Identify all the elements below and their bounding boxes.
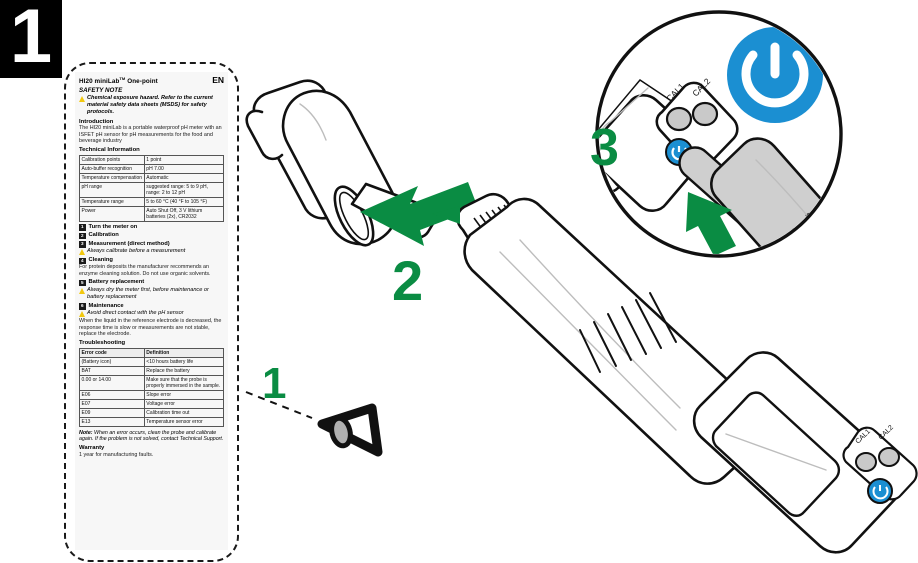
step-label: Maintenance	[88, 302, 124, 309]
callout-2-label: 2	[392, 249, 423, 312]
warranty-heading: Warranty	[79, 445, 105, 452]
introduction-heading: Introduction	[79, 118, 114, 125]
step-label: Measurement (direct method)	[88, 240, 170, 247]
leaflet-title: HI20 miniLabTM One-point	[79, 76, 158, 85]
callout-3-label: 3	[590, 119, 619, 177]
device-keypad	[842, 426, 918, 501]
step-warning: Avoid direct contact with the pH sensor	[79, 310, 224, 318]
step-label: Battery replacement	[88, 279, 145, 286]
callout-2-arrow	[360, 182, 478, 246]
warning-triangle-icon	[79, 249, 85, 256]
safety-note-heading: SAFETY NOTE	[79, 87, 123, 94]
error-note-label: Note:	[79, 429, 93, 436]
warranty-text: 1 year for manufacturing faults.	[79, 451, 154, 458]
step-number: 6	[79, 303, 86, 310]
step-warning: Always dry the meter first, before maint…	[79, 287, 224, 301]
warning-triangle-icon	[79, 96, 85, 102]
technical-info-heading: Technical Information	[79, 147, 140, 154]
trademark-mark: TM	[119, 75, 126, 81]
tech-row-label: Power	[79, 205, 145, 222]
quick-start-leaflet: HI20 miniLabTM One-point EN SAFETY NOTE …	[64, 62, 239, 562]
leaflet-title-tail: One-point	[125, 78, 158, 85]
step-number: 3	[79, 241, 86, 248]
cal2-button[interactable]	[878, 447, 900, 467]
inset-cal1-button[interactable]	[665, 106, 693, 132]
step-number: 5	[79, 279, 86, 287]
warning-triangle-icon	[79, 311, 85, 318]
read-manual-eye-icon	[317, 403, 383, 457]
cleaning-text: For protein deposits the manufacturer re…	[79, 264, 211, 277]
step-number-badge: 1	[0, 0, 62, 78]
warning-triangle-icon	[79, 287, 85, 294]
tech-row-value: Auto Shut Off, 3 V lithium batteries (2x…	[143, 205, 225, 222]
magnified-inset: CAL1 CAL2	[595, 10, 843, 258]
leaflet-header: HI20 miniLabTM One-point EN	[79, 75, 224, 85]
troubleshooting-heading: Troubleshooting	[79, 340, 126, 347]
safety-warning: Chemical exposure hazard. Refer to the c…	[79, 95, 224, 116]
step-label: Cleaning	[88, 257, 113, 264]
language-code: EN	[212, 75, 224, 85]
step-warning-text: Avoid direct contact with the pH sensor	[87, 310, 184, 317]
step-number: 1	[79, 224, 86, 231]
vent-slots	[579, 292, 677, 373]
error-note: Note: When an error occurs, clean the pr…	[79, 430, 224, 443]
callout-1-label: 1	[262, 359, 286, 408]
tech-row-value: suggested range: 5 to 9 pH, range: 2 to …	[143, 181, 225, 198]
device-display	[711, 391, 841, 517]
introduction-text: The HI20 miniLab is a portable waterproo…	[79, 125, 222, 145]
ph-meter-device: CAL1 CAL2	[456, 192, 918, 554]
inset-cal2-button[interactable]	[691, 101, 719, 127]
step-warning-text: Always dry the meter first, before maint…	[87, 286, 209, 300]
step-number: 4	[79, 257, 86, 265]
leaflet-content: HI20 miniLabTM One-point EN SAFETY NOTE …	[75, 72, 228, 550]
step-number: 2	[79, 232, 86, 240]
error-note-text: When an error occurs, clean the probe an…	[79, 429, 224, 443]
step-warning: Always calibrate before a measurement	[79, 248, 224, 256]
inset-press-arrow	[686, 192, 736, 254]
cal2-label: CAL2	[878, 424, 896, 441]
safety-warning-text: Chemical exposure hazard. Refer to the c…	[87, 95, 213, 115]
trouble-definition: Temperature sensor error	[143, 416, 225, 427]
step-label: Turn the meter on	[88, 223, 138, 230]
probe-pointer-arrow	[432, 206, 460, 224]
step-warning-text: Always calibrate before a measurement	[87, 248, 186, 255]
step-label: Calibration	[88, 232, 119, 239]
maintenance-text: When the liquid in the reference electro…	[79, 317, 222, 338]
leaflet-title-main: HI20 miniLab	[79, 78, 120, 85]
cal1-button[interactable]	[855, 452, 877, 472]
